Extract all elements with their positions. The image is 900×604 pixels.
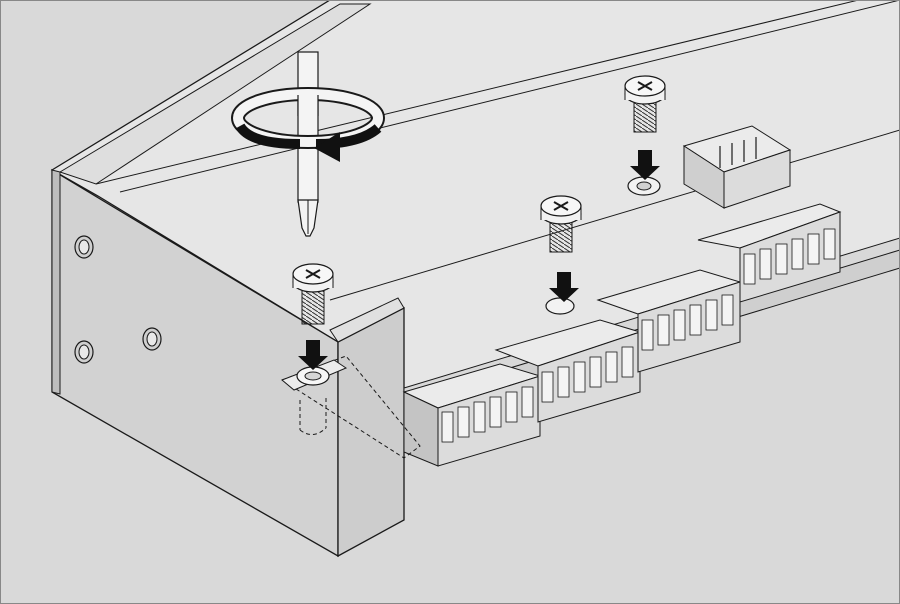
rail-edge-line-2 xyxy=(119,0,900,193)
terminal-slot xyxy=(673,309,686,341)
terminal-slot xyxy=(605,351,618,383)
terminal-blocks xyxy=(402,203,842,467)
terminal-slot xyxy=(557,366,570,398)
terminal-slot xyxy=(743,253,756,285)
screw-1 xyxy=(292,263,334,325)
terminal-slot xyxy=(807,233,820,265)
terminal-slot xyxy=(689,304,702,336)
terminal-slot xyxy=(521,386,534,418)
terminal-slots xyxy=(441,228,836,443)
terminal-slot xyxy=(541,371,554,403)
screw-3 xyxy=(624,75,666,133)
down-arrow-icon xyxy=(298,340,328,370)
terminal-slot xyxy=(759,248,772,280)
terminal-slot xyxy=(641,319,654,351)
down-arrow-icon xyxy=(630,150,660,180)
terminal-slot xyxy=(721,294,734,326)
terminal-slot xyxy=(573,361,586,393)
housing-rail xyxy=(58,3,372,185)
terminal-slot xyxy=(457,406,470,438)
end-plate-holes xyxy=(74,235,162,364)
end-plate-rim xyxy=(51,169,61,395)
terminal-slot xyxy=(505,391,518,423)
down-arrow-icon xyxy=(549,272,579,302)
terminal-slot xyxy=(589,356,602,388)
terminal-slot xyxy=(473,401,486,433)
rotation-arrow-icon xyxy=(231,87,385,162)
bracket-panel xyxy=(337,306,405,558)
terminal-slot xyxy=(705,299,718,331)
board-edge-line xyxy=(329,129,900,301)
rail-edge-line xyxy=(95,0,861,185)
terminal-slot xyxy=(775,243,788,275)
terminal-slot xyxy=(621,346,634,378)
mounting-hole-icon xyxy=(545,297,575,315)
bracket-top xyxy=(329,297,405,343)
terminal-slot xyxy=(657,314,670,346)
terminal-slot xyxy=(489,396,502,428)
terminal-slot xyxy=(791,238,804,270)
board-holes xyxy=(545,176,661,315)
pin-header-connector xyxy=(682,125,792,209)
screw-2 xyxy=(540,195,582,253)
terminal-slot xyxy=(441,411,454,443)
terminal-slot xyxy=(823,228,836,260)
